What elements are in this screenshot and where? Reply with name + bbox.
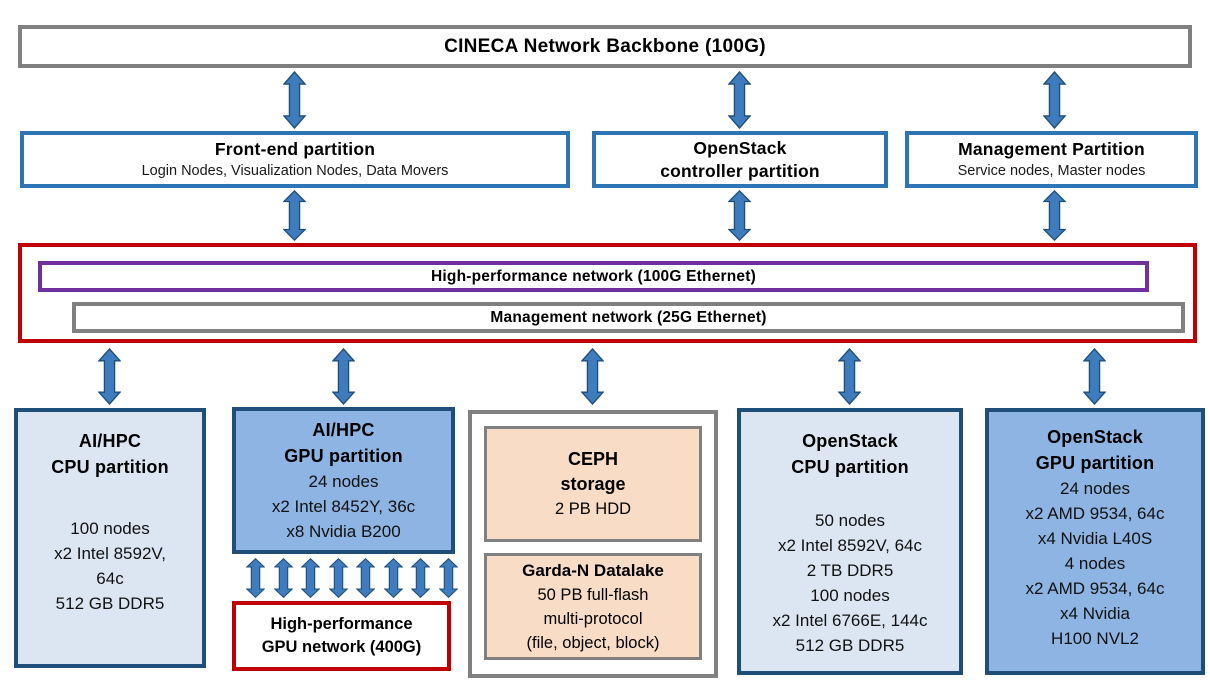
ai-hpc-gpu-partition-box: AI/HPC GPU partition 24 nodes x2 Intel 8… — [232, 407, 455, 554]
openstack-gpu-partition-box: OpenStack GPU partition 24 nodes x2 AMD … — [985, 408, 1205, 675]
bidirectional-arrow-icon — [1083, 348, 1106, 405]
bidirectional-arrow-icon — [356, 558, 375, 598]
spec-line: x4 Nvidia L40S — [1037, 529, 1153, 548]
spec-line: multi-protocol — [543, 610, 643, 628]
openstack-gpu-title-line1: OpenStack — [1047, 427, 1143, 447]
backbone-box: CINECA Network Backbone (100G) — [18, 25, 1192, 68]
bidirectional-arrow-icon — [581, 348, 604, 405]
gpu-network-line2: GPU network (400G) — [261, 638, 422, 656]
spec-line: 2 TB DDR5 — [806, 561, 894, 580]
ai-hpc-cpu-title-line2: CPU partition — [51, 457, 169, 477]
openstack-controller-box: OpenStack controller partition — [592, 131, 888, 188]
bidirectional-arrow-icon — [1043, 71, 1066, 129]
ai-hpc-gpu-title-line2: GPU partition — [284, 446, 403, 466]
management-network-label: Management network (25G Ethernet) — [490, 308, 767, 326]
ceph-title-line1: CEPH — [567, 449, 618, 469]
ceph-storage-box: CEPH storage 2 PB HDD — [484, 426, 702, 542]
spec-line: 4 nodes — [1064, 554, 1126, 573]
openstack-gpu-title-line2: GPU partition — [1035, 453, 1155, 473]
bidirectional-arrow-icon — [439, 558, 458, 598]
spec-line: 100 nodes — [70, 519, 150, 538]
ai-hpc-gpu-title-line1: AI/HPC — [312, 420, 375, 440]
datalake-title: Garda-N Datalake — [522, 561, 664, 580]
bidirectional-arrow-icon — [728, 190, 751, 241]
management-partition-box: Management Partition Service nodes, Mast… — [905, 131, 1198, 188]
spec-line: x8 Nvidia B200 — [286, 522, 401, 541]
spec-line: 24 nodes — [308, 472, 379, 491]
spec-line: H100 NVL2 — [1051, 629, 1139, 648]
backbone-title: CINECA Network Backbone (100G) — [444, 35, 766, 57]
bidirectional-arrow-icon — [283, 190, 306, 241]
spec-line: 50 nodes — [815, 511, 885, 530]
controller-title-line2: controller partition — [660, 160, 820, 181]
spec-line: x2 AMD 9534, 64c — [1025, 504, 1165, 523]
bidirectional-arrow-icon — [98, 348, 121, 405]
bidirectional-arrow-icon — [246, 558, 265, 598]
spec-line: x2 AMD 9534, 64c — [1025, 579, 1165, 598]
spec-line: 24 nodes — [1060, 479, 1130, 498]
spec-line: 64c — [96, 569, 124, 588]
datalake-box: Garda-N Datalake 50 PB full-flash multi-… — [484, 553, 702, 660]
ceph-capacity: 2 PB HDD — [554, 500, 632, 518]
openstack-cpu-title-line2: CPU partition — [791, 457, 909, 477]
bidirectional-arrow-icon — [274, 558, 293, 598]
spec-line: x2 Intel 8452Y, 36c — [271, 497, 416, 516]
spec-line: 50 PB full-flash — [537, 586, 649, 604]
ai-hpc-cpu-partition-box: AI/HPC CPU partition 100 nodes x2 Intel … — [14, 408, 206, 668]
openstack-cpu-title-line1: OpenStack — [802, 431, 898, 451]
high-performance-network-label: High-performance network (100G Ethernet) — [431, 267, 756, 285]
ceph-title-line2: storage — [560, 474, 626, 494]
bidirectional-arrow-icon — [838, 348, 861, 405]
ai-hpc-cpu-title-line1: AI/HPC — [78, 431, 142, 451]
spec-line: x4 Nvidia — [1060, 604, 1130, 623]
gpu-network-box: High-performance GPU network (400G) — [232, 601, 451, 671]
spec-line: 512 GB DDR5 — [795, 636, 905, 655]
bidirectional-arrow-icon — [329, 558, 348, 598]
high-performance-network-bar: High-performance network (100G Ethernet) — [38, 261, 1149, 292]
spec-line: x2 Intel 8592V, — [54, 544, 166, 563]
bidirectional-arrow-icon — [384, 558, 403, 598]
spec-line: 100 nodes — [810, 586, 890, 605]
management-partition-title: Management Partition — [958, 138, 1145, 159]
spec-line: x2 Intel 8592V, 64c — [778, 536, 922, 555]
frontend-partition-title: Front-end partition — [214, 138, 376, 159]
management-network-bar: Management network (25G Ethernet) — [72, 302, 1185, 333]
bidirectional-arrow-icon — [332, 348, 355, 405]
bidirectional-arrow-icon — [283, 71, 306, 129]
bidirectional-arrow-icon — [1043, 190, 1066, 241]
bidirectional-arrow-icon — [728, 71, 751, 129]
bidirectional-arrow-icon — [301, 558, 320, 598]
frontend-partition-box: Front-end partition Login Nodes, Visuali… — [20, 131, 570, 188]
frontend-partition-subtitle: Login Nodes, Visualization Nodes, Data M… — [141, 162, 449, 179]
spec-line: (file, object, block) — [526, 634, 660, 652]
spec-line: 512 GB DDR5 — [55, 594, 165, 613]
controller-title-line1: OpenStack — [693, 137, 787, 158]
management-partition-subtitle: Service nodes, Master nodes — [957, 162, 1146, 179]
bidirectional-arrow-icon — [411, 558, 430, 598]
openstack-cpu-partition-box: OpenStack CPU partition 50 nodes x2 Inte… — [737, 408, 963, 675]
gpu-network-line1: High-performance — [270, 615, 413, 633]
spec-line: x2 Intel 6766E, 144c — [772, 611, 928, 630]
